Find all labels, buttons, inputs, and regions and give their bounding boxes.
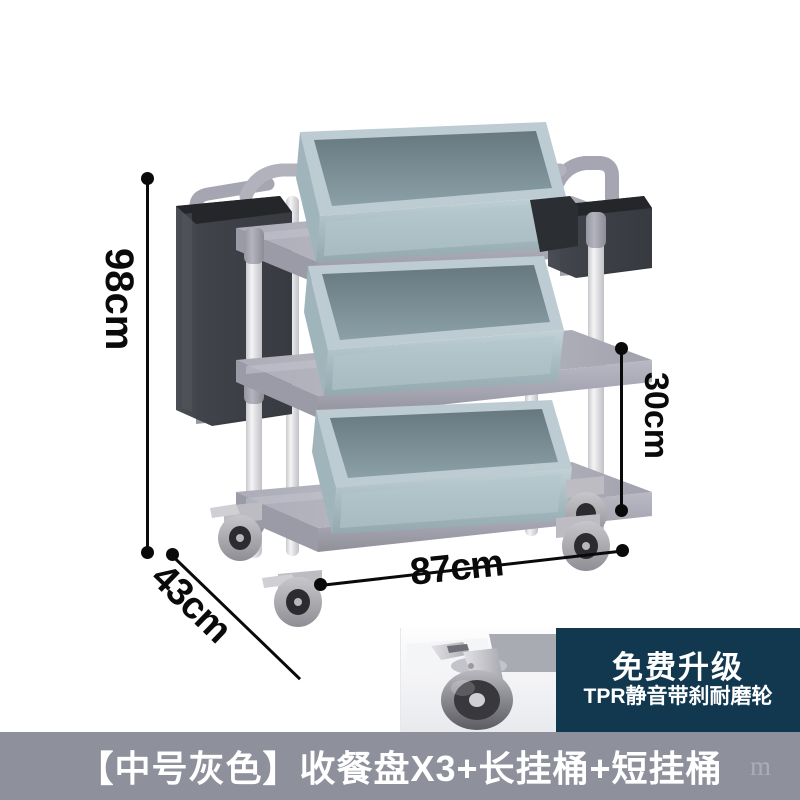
dimension-label-shelf-gap: 30cm [637,372,675,459]
variant-banner-text: 【中号灰色】收餐盘X3+长挂桶+短挂桶 [77,748,723,789]
dimension-line-shelf-gap [620,348,623,510]
dimension-label-height: 98cm [97,248,141,351]
tray-middle [304,256,564,396]
tray-bottom [312,400,572,534]
dimension-dot-width-left [314,578,327,591]
dimension-dot-height-bottom [141,546,154,559]
caster-rear-left [210,502,262,561]
free-upgrade-badge: 免费升级 TPR静音带刹耐磨轮 [556,628,800,732]
dimension-dot-depth-top [166,548,179,561]
hanging-bucket-short-rear [530,196,578,252]
caster-front-left [262,570,322,627]
dimension-dot-gap-bottom [615,504,628,517]
upgrade-badge-title: 免费升级 [612,649,744,685]
tray-top [296,122,566,262]
banner-watermark: m [749,750,774,781]
dimension-dot-width-right [616,544,629,557]
caster-closeup-inset [400,628,561,732]
dimension-dot-gap-top [615,342,628,355]
upgrade-badge-subtitle: TPR静音带刹耐磨轮 [583,685,773,709]
caster-closeup-graphic [401,628,561,732]
variant-banner: m 【中号灰色】收餐盘X3+长挂桶+短挂桶 [0,732,800,800]
dimension-line-height [146,178,149,550]
dimension-dot-height-top [141,172,154,185]
